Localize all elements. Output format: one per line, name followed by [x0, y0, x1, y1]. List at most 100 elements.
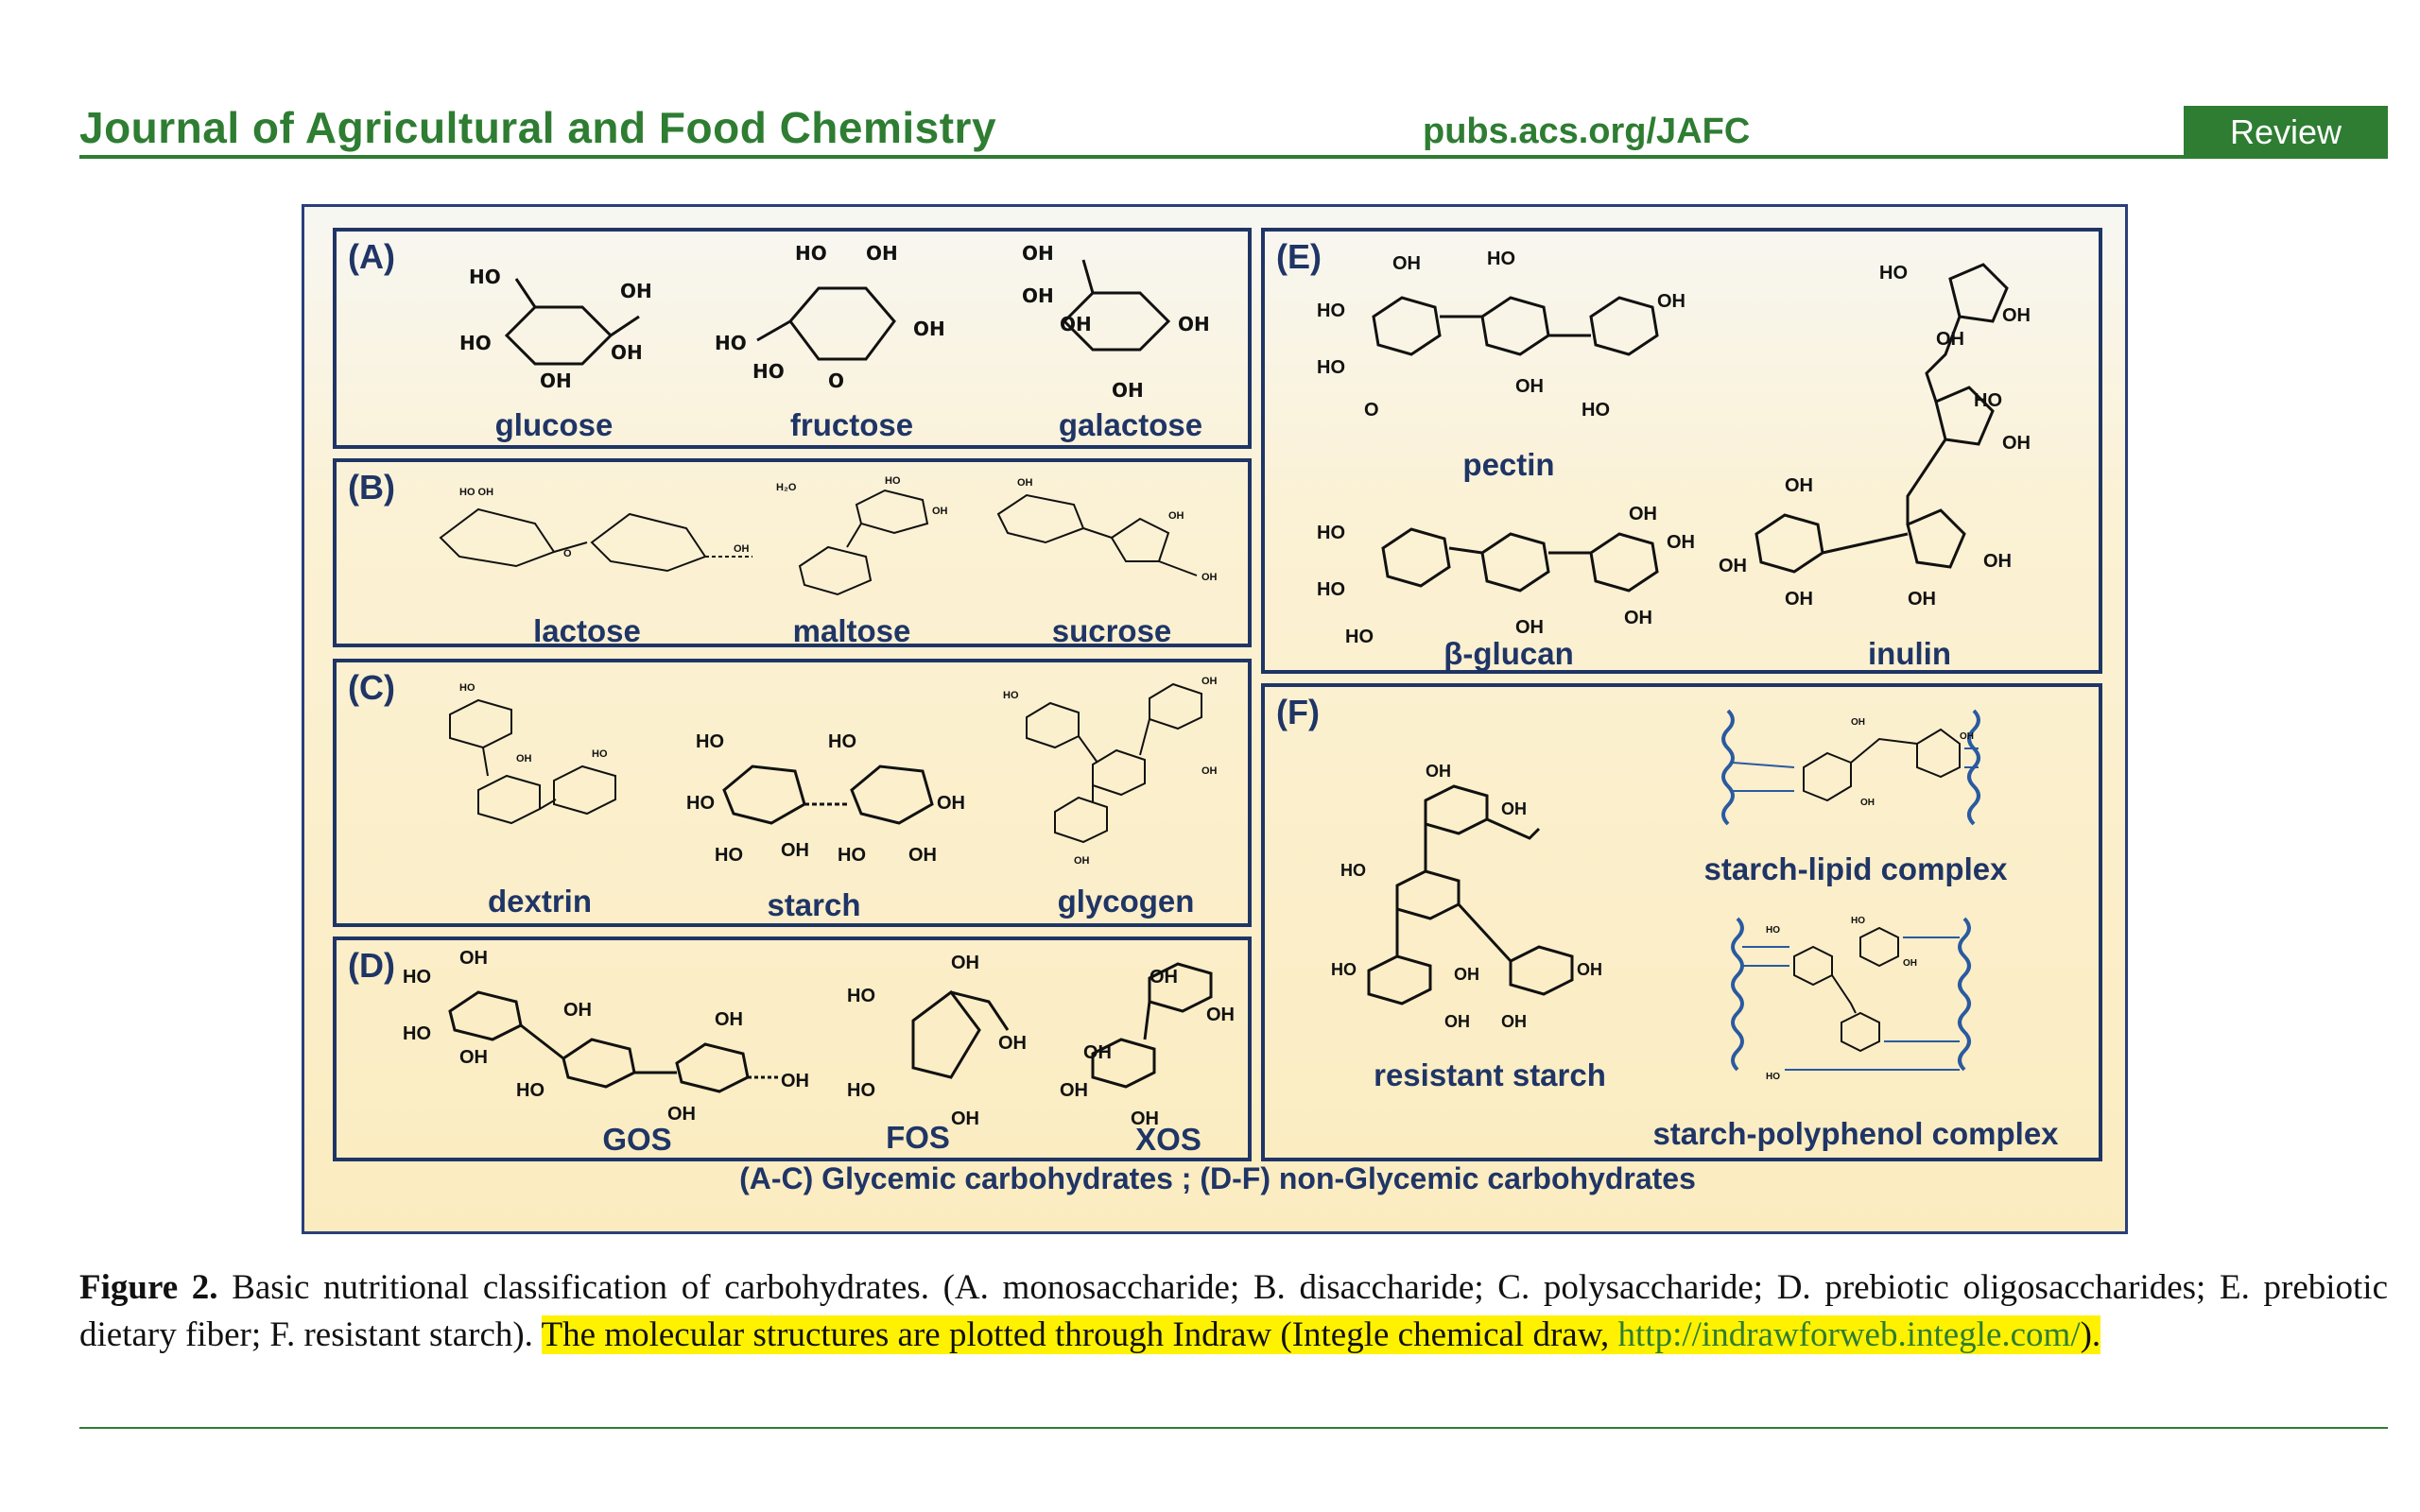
svg-text:OH: OH [1201, 572, 1218, 583]
resistant-starch-label: resistant starch [1374, 1057, 1606, 1092]
svg-text:HO: HO [592, 748, 608, 760]
svg-text:HO: HO [1345, 627, 1374, 647]
svg-text:HO: HO [1879, 263, 1908, 284]
svg-text:OH: OH [459, 948, 488, 969]
svg-text:OH: OH [1426, 763, 1451, 781]
starch-label: starch [767, 887, 861, 922]
svg-text:OH: OH [1577, 960, 1602, 979]
svg-text:OH: OH [1168, 510, 1184, 522]
svg-text:HO: HO [847, 986, 875, 1006]
svg-text:HO: HO [838, 845, 866, 866]
svg-text:OH: OH [563, 1000, 592, 1021]
panel-b: (B) HO OH O OH H₂O HO OH OH OH OH lactose malt… [333, 458, 1252, 648]
journal-title: Journal of Agricultural and Food Chemist… [79, 103, 997, 152]
svg-text:HO: HO [1487, 249, 1515, 269]
header-rule [79, 155, 2388, 159]
svg-text:OH: OH [540, 369, 572, 392]
figure-footer: (A-C) Glycemic carbohydrates ; (D-F) non… [739, 1161, 1696, 1195]
svg-text:O: O [828, 369, 844, 392]
sucrose-label: sucrose [1051, 613, 1172, 648]
svg-text:OH: OH [1851, 717, 1865, 728]
panel-f-label: (F) [1276, 693, 1320, 731]
figure-caption: Figure 2. Basic nutritional classificati… [79, 1264, 2388, 1359]
fos-label: FOS [886, 1120, 950, 1155]
svg-text:OH: OH [998, 1033, 1027, 1054]
svg-text:OH: OH [516, 753, 532, 765]
svg-text:OH: OH [1060, 313, 1092, 335]
svg-text:OH: OH [734, 543, 750, 555]
svg-text:HO: HO [1766, 925, 1780, 936]
caption-label: Figure 2. [79, 1268, 218, 1307]
svg-text:OH: OH [2002, 305, 2031, 326]
svg-text:H₂O: H₂O [776, 482, 797, 493]
svg-text:OH: OH [1201, 676, 1218, 687]
svg-text:HO: HO [516, 1080, 544, 1101]
svg-text:OH: OH [1903, 958, 1917, 969]
svg-text:HO OH: HO OH [459, 487, 493, 498]
svg-text:OH: OH [1022, 284, 1054, 307]
svg-text:OH: OH [1501, 799, 1527, 818]
glucose-label: glucose [494, 407, 614, 442]
maltose-structure: H₂O HO OH [776, 475, 948, 596]
svg-text:OH: OH [1860, 798, 1875, 808]
svg-text:OH: OH [459, 1047, 488, 1068]
journal-url[interactable]: pubs.acs.org/JAFC [1423, 112, 1751, 151]
svg-text:OH: OH [1719, 556, 1747, 576]
svg-text:HO: HO [686, 793, 715, 814]
svg-text:OH: OH [932, 506, 948, 517]
panel-b-label: (B) [348, 468, 395, 507]
caption-highlight-text: The molecular structures are plotted thr… [541, 1315, 1618, 1354]
svg-text:OH: OH [1444, 1012, 1470, 1031]
svg-text:OH: OH [937, 793, 965, 814]
svg-text:HO: HO [1766, 1072, 1780, 1082]
svg-text:HO: HO [1340, 861, 1366, 880]
svg-text:HO: HO [828, 731, 856, 752]
svg-text:HO: HO [1317, 523, 1345, 543]
svg-text:OH: OH [1178, 313, 1210, 335]
maltose-label: maltose [792, 613, 911, 648]
svg-text:HO: HO [1851, 916, 1865, 926]
svg-text:HO: HO [469, 266, 501, 288]
svg-text:HO: HO [696, 731, 724, 752]
svg-text:OH: OH [1060, 1080, 1088, 1101]
svg-text:O: O [563, 548, 572, 559]
svg-text:OH: OH [620, 280, 652, 302]
svg-text:HO: HO [752, 360, 785, 383]
galactose-label: galactose [1058, 407, 1203, 442]
svg-text:HO: HO [795, 242, 827, 265]
inulin-label: inulin [1868, 636, 1951, 671]
svg-text:OH: OH [913, 318, 945, 340]
svg-text:HO: HO [1317, 357, 1345, 378]
svg-text:OH: OH [1629, 504, 1657, 524]
svg-text:OH: OH [866, 242, 898, 265]
svg-text:HO: HO [1317, 579, 1345, 600]
svg-text:HO: HO [885, 475, 901, 487]
svg-text:HO: HO [1003, 690, 1019, 701]
svg-text:HO: HO [847, 1080, 875, 1101]
xos-label: XOS [1135, 1122, 1201, 1157]
svg-text:OH: OH [1936, 329, 1964, 350]
svg-text:OH: OH [1960, 731, 1974, 742]
svg-text:OH: OH [951, 1108, 979, 1129]
indraw-link[interactable]: http://indrawforweb.integle.com/ [1617, 1315, 2081, 1354]
svg-text:HO: HO [1974, 390, 2002, 411]
svg-text:OH: OH [1785, 475, 1813, 496]
svg-text:OH: OH [1785, 589, 1813, 610]
beta-glucan-label: β-glucan [1443, 636, 1574, 671]
svg-text:OH: OH [1206, 1005, 1235, 1025]
lactose-label: lactose [533, 613, 641, 648]
svg-text:HO: HO [1331, 960, 1357, 979]
